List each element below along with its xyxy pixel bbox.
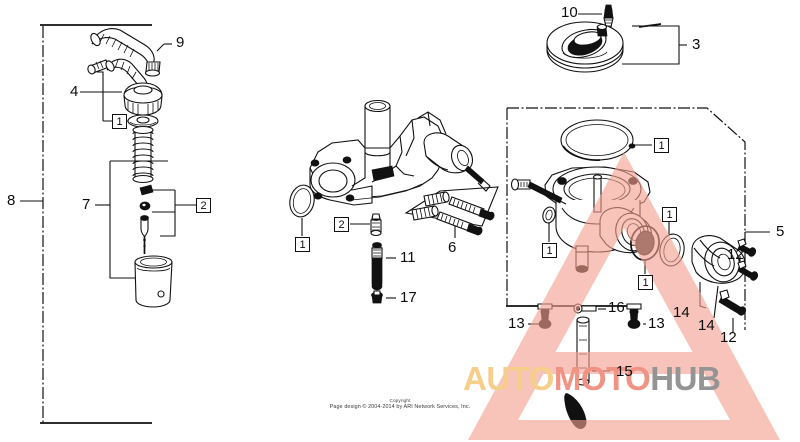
callout-12-upper: 12 — [727, 246, 744, 263]
callout-13-right: 13 — [648, 315, 665, 332]
part-1-gasket-ring — [560, 119, 652, 161]
part-11-main-jet — [371, 242, 396, 291]
callout-10: 10 — [561, 4, 578, 21]
group-8-bracket — [20, 24, 152, 424]
part-7-fuel-cup — [134, 255, 173, 308]
part-12-screw-lower — [718, 289, 747, 332]
part-2-screen — [139, 184, 154, 196]
part-13-screw-right — [626, 303, 646, 329]
part-9-fuel-hose — [90, 28, 172, 77]
part-6-gasket-kit — [404, 186, 499, 238]
carburetor-body-right — [510, 166, 653, 273]
boxed-callout-1-right-b: 1 — [638, 275, 653, 290]
copyright-line-2: Page design © 2004-2014 by ARI Network S… — [329, 404, 471, 410]
callout-5: 5 — [776, 223, 785, 240]
part-2-needle — [140, 215, 149, 254]
part-1-oring-right — [659, 222, 685, 267]
part-1-washer-left — [97, 71, 159, 128]
callout-14-left: 14 — [673, 304, 690, 321]
part-2-jet-mid — [350, 213, 382, 237]
boxed-callout-2-mid: 2 — [334, 217, 349, 232]
boxed-callout-1-left: 1 — [112, 114, 127, 129]
boxed-callout-1-gasket: 1 — [654, 138, 669, 153]
boxed-callout-1-right-c: 1 — [662, 207, 677, 222]
callout-8: 8 — [7, 192, 16, 209]
boxed-callout-1-oring: 1 — [295, 237, 310, 252]
part-6-jet-a — [423, 191, 450, 207]
part-4-plug — [87, 59, 110, 75]
copyright-block: Copyright Page design © 2004-2014 by ARI… — [0, 398, 800, 411]
callout-16: 16 — [608, 299, 625, 316]
part-6-jet-b — [411, 205, 439, 221]
callout-14-right: 14 — [698, 317, 715, 334]
part-10-screw — [578, 4, 614, 28]
callout-4: 4 — [70, 83, 79, 100]
part-4-hose-and-cap — [80, 58, 163, 116]
part-12-screw-mid — [737, 260, 759, 281]
callout-11: 11 — [400, 249, 416, 266]
part-15-rod — [564, 316, 610, 429]
boxed-callout-1-right-a: 1 — [542, 243, 557, 258]
part-2-valve-seat — [139, 201, 151, 211]
part-6-screw-a — [448, 196, 495, 221]
callout-9: 9 — [176, 34, 185, 51]
part-3-valve-lever — [546, 21, 687, 73]
group-2-left-internals — [139, 184, 196, 254]
callout-15: 15 — [616, 363, 633, 380]
carburetor-body-middle — [309, 99, 491, 206]
boxed-callout-2-left: 2 — [196, 198, 211, 213]
part-7-spring — [132, 125, 154, 184]
part-6-screw-b — [436, 211, 483, 236]
part-17-screw — [371, 290, 396, 304]
callout-17: 17 — [400, 289, 417, 306]
callout-7: 7 — [82, 196, 91, 213]
callout-3: 3 — [692, 36, 701, 53]
callout-12-lower: 12 — [720, 329, 737, 346]
part-1-oring-mid — [289, 184, 315, 236]
part-13-screw-left — [528, 303, 553, 329]
copyright-line-1: Copyright — [389, 398, 411, 403]
callout-6: 6 — [448, 239, 457, 256]
callout-13-left: 13 — [508, 315, 525, 332]
